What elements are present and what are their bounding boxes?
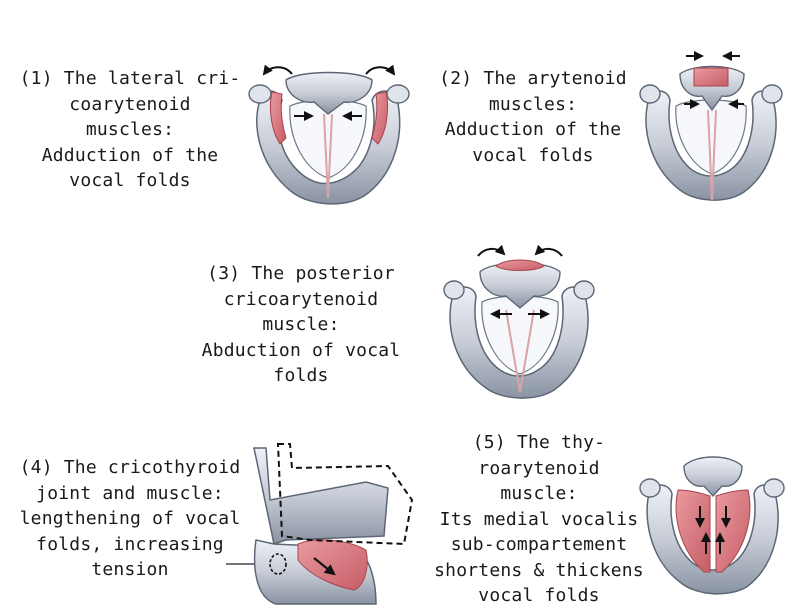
left-horn [444, 281, 464, 299]
caption-line: Abduction of vocal [186, 338, 416, 364]
caption-line: roarytenoid [416, 456, 662, 482]
cricoid-ring [647, 485, 778, 594]
caption-line: joint and muscle: [4, 481, 256, 507]
caption-line: lengthening of vocal [4, 506, 256, 532]
arytenoid-muscle [694, 68, 728, 86]
right-horn [764, 479, 784, 497]
left-horn [640, 85, 660, 103]
arytenoid-complex [684, 457, 742, 496]
rotation-arrow-left [478, 249, 504, 256]
figure-5-thyroarytenoid [638, 446, 788, 602]
caption-line: vocal folds [418, 143, 648, 169]
caption-line: tension [4, 557, 256, 583]
figure-4-cricothyroid [226, 440, 422, 606]
rotation-arrow-left [264, 67, 292, 74]
panel-4-caption: (4) The cricothyroid joint and muscle: l… [4, 455, 256, 583]
panel-5-caption: (5) The thy- roarytenoid muscle: Its med… [416, 430, 662, 609]
caption-line: muscles: [6, 117, 254, 143]
figure-3-posterior-cricoarytenoid [440, 240, 600, 410]
posterior-muscle [496, 260, 544, 271]
caption-line: (2) The arytenoid [418, 66, 648, 92]
panel-1-caption: (1) The lateral cri- coarytenoid muscles… [6, 66, 254, 194]
rotation-arrow-right [366, 67, 394, 74]
caption-line: muscle: [186, 312, 416, 338]
caption-line: coarytenoid [6, 92, 254, 118]
caption-line: Adduction of the [6, 143, 254, 169]
caption-line: Adduction of the [418, 117, 648, 143]
panel-2-caption: (2) The arytenoid muscles: Adduction of … [418, 66, 648, 168]
caption-line: folds [186, 363, 416, 389]
caption-line: muscle: [416, 481, 662, 507]
thyroid-cartilage [254, 448, 388, 544]
panel-3-caption: (3) The posterior cricoarytenoid muscle:… [186, 261, 416, 389]
figure-2-arytenoid [636, 50, 786, 210]
caption-line: (5) The thy- [416, 430, 662, 456]
caption-line: vocal folds [416, 583, 662, 609]
caption-line: (1) The lateral cri- [6, 66, 254, 92]
rotation-arrow-right [536, 249, 562, 256]
caption-line: vocal folds [6, 168, 254, 194]
left-horn [249, 85, 271, 103]
caption-line: shortens & thickens [416, 558, 662, 584]
caption-line: sub-compartement [416, 532, 662, 558]
caption-line: (4) The cricothyroid [4, 455, 256, 481]
left-horn [640, 479, 660, 497]
caption-line: muscles: [418, 92, 648, 118]
figure-1-lateral-cricoarytenoid [244, 58, 414, 216]
right-horn [387, 85, 409, 103]
caption-line: (3) The posterior [186, 261, 416, 287]
right-horn [762, 85, 782, 103]
caption-line: cricoarytenoid [186, 287, 416, 313]
right-horn [574, 281, 594, 299]
caption-line: folds, increasing [4, 532, 256, 558]
caption-line: Its medial vocalis [416, 507, 662, 533]
